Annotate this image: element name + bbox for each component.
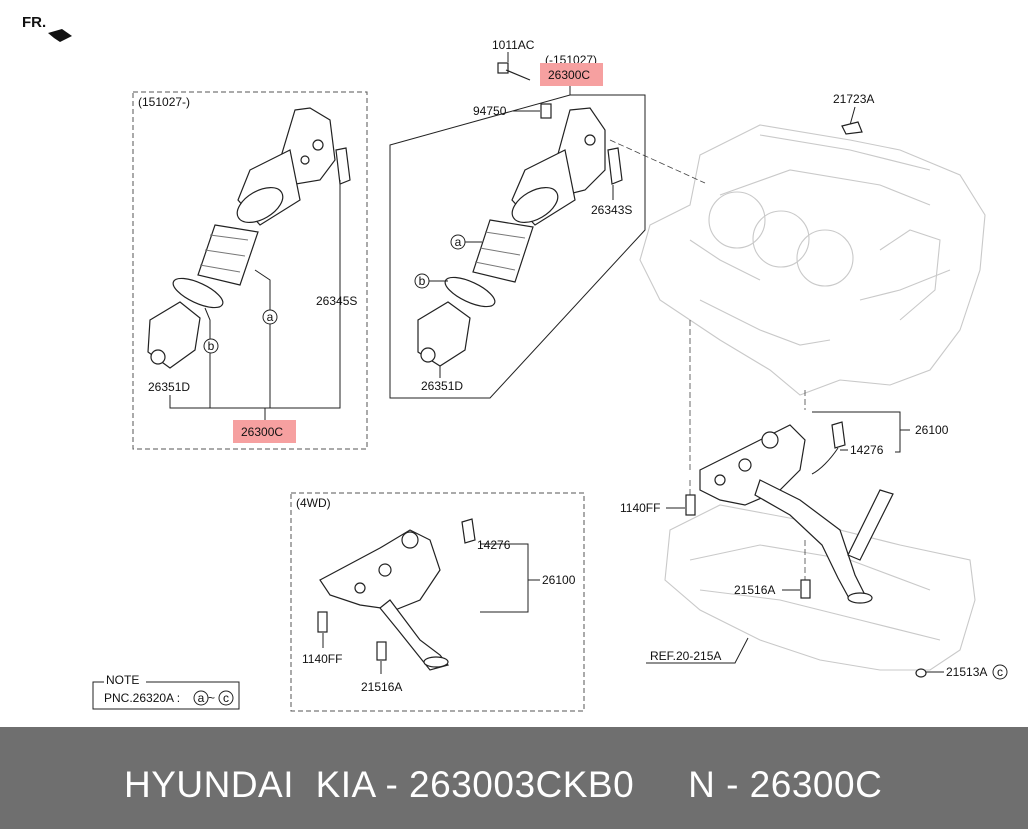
left-label-26345s: 26345S — [316, 294, 357, 308]
awd-oil-pump — [319, 529, 450, 671]
oil-pump-26100 — [699, 424, 894, 604]
left-highlight-26300c — [233, 420, 296, 443]
sensor-14276 — [831, 421, 846, 449]
note-circled-a: a — [198, 691, 205, 705]
left-label-26300c: 26300C — [241, 425, 283, 439]
clip-21723a — [841, 121, 863, 135]
bolt-1011ac — [497, 52, 531, 81]
note-text: PNC.26320A : — [104, 691, 180, 705]
label-26351d-center: 26351D — [421, 379, 463, 393]
label-26343s: 26343S — [591, 203, 632, 217]
label-1011ac: 1011AC — [492, 38, 535, 52]
note-circled-c: c — [223, 691, 229, 705]
left-filter-element — [197, 224, 259, 286]
awd-variant-box — [290, 492, 585, 712]
note-title: NOTE — [106, 673, 139, 687]
center-filter-element — [472, 219, 534, 283]
note-callout-a-icon — [193, 690, 209, 706]
awd-bolt-1140ff — [317, 611, 328, 633]
label-ref-20-215a: REF.20-215A — [650, 649, 721, 663]
left-callout-b-icon — [203, 338, 219, 354]
left-label-26351d: 26351D — [148, 380, 190, 394]
left-filter-housing — [236, 107, 336, 226]
center-highlight-26300c — [540, 63, 603, 86]
label-94750: 94750 — [473, 104, 507, 118]
awd-title: (4WD) — [296, 496, 331, 510]
label-1140ff: 1140FF — [620, 501, 660, 515]
bolt-21516a — [800, 579, 811, 599]
engine-block-outline — [639, 124, 986, 671]
left-callout-a: a — [267, 310, 274, 324]
left-gasket-26345s — [335, 147, 351, 185]
note-box — [92, 681, 240, 710]
left-callout-b: b — [208, 339, 215, 353]
center-filter-housing — [511, 107, 606, 226]
left-o-ring — [172, 277, 224, 309]
left-callout-a-icon — [262, 309, 278, 325]
engine-callout-c-icon — [992, 664, 1008, 680]
label-21513a: 21513A — [946, 665, 987, 679]
awd-sensor-14276 — [461, 518, 476, 544]
footer-bar — [0, 727, 1028, 829]
left-cap-26351d — [147, 301, 201, 369]
left-date-code: (151027-) — [138, 95, 190, 109]
gasket-21513a — [915, 668, 927, 678]
footer-part-number: HYUNDAI KIA - 263003CKB0 N - 26300C — [124, 764, 883, 805]
center-gasket-26343s — [607, 147, 623, 185]
note-callout-c-icon — [218, 690, 234, 706]
center-label-26300c: 26300C — [548, 68, 590, 82]
left-variant-box — [132, 91, 368, 450]
front-direction-label: FR. — [22, 14, 46, 31]
center-callout-b: b — [419, 274, 426, 288]
bolt-1140ff — [685, 494, 696, 516]
awd-label-1140ff: 1140FF — [302, 652, 342, 666]
label-26100: 26100 — [915, 423, 949, 437]
center-callout-a: a — [455, 235, 462, 249]
awd-bolt-21516a — [376, 641, 387, 661]
parts-diagram: FR. (151027-) — [22, 14, 1008, 712]
label-14276: 14276 — [850, 443, 884, 457]
front-arrow-icon — [48, 29, 72, 42]
awd-label-26100: 26100 — [542, 573, 576, 587]
label-21516a: 21516A — [734, 583, 775, 597]
engine-callout-c: c — [997, 665, 1003, 679]
note-tilde: ~ — [208, 691, 215, 705]
sensor-94750 — [540, 103, 552, 119]
center-cap-26351d — [417, 301, 471, 367]
awd-label-21516a: 21516A — [361, 680, 402, 694]
awd-label-14276: 14276 — [477, 538, 511, 552]
label-21723a: 21723A — [833, 92, 874, 106]
